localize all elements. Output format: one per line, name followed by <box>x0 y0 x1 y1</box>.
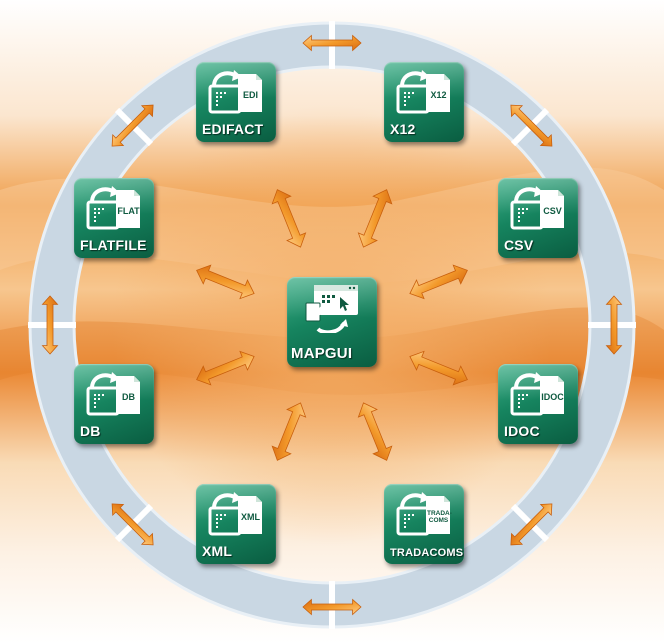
ring-double-arrow <box>111 503 154 546</box>
center-double-arrow <box>409 350 468 386</box>
center-double-arrow <box>196 264 255 300</box>
document-convert-icon <box>86 186 140 230</box>
db-label: DB <box>80 423 101 439</box>
document-convert-icon <box>510 186 564 230</box>
ring-double-arrow <box>111 104 154 147</box>
edifact-label: EDIFACT <box>202 121 264 137</box>
csv-doc-tag: CSV <box>543 206 562 216</box>
tradacoms-doc-tag: TRADA- COMS <box>427 510 452 524</box>
ring-double-arrow <box>510 503 553 546</box>
xml-doc-tag: XML <box>241 512 260 522</box>
mapgui-tile[interactable]: MAPGUI <box>287 277 377 367</box>
center-double-arrow <box>271 402 307 461</box>
ring-double-arrow <box>302 598 362 616</box>
map-gui-icon <box>305 285 358 333</box>
flatfile-label: FLATFILE <box>80 237 147 253</box>
idoc-label: IDOC <box>504 423 540 439</box>
tradacoms-label: TRADACOMS <box>390 547 464 559</box>
inner-arrows <box>196 189 468 461</box>
ring-double-arrow <box>510 104 553 147</box>
mapgui-label: MAPGUI <box>291 345 353 362</box>
document-convert-icon <box>86 372 140 416</box>
edifact-tile[interactable]: EDI EDIFACT <box>196 62 276 142</box>
flatfile-tile[interactable]: FLAT FLATFILE <box>74 178 154 258</box>
db-tile[interactable]: DB DB <box>74 364 154 444</box>
idoc-doc-tag: IDOC <box>541 392 564 402</box>
ring-double-arrow <box>302 34 362 52</box>
idoc-tile[interactable]: IDOC IDOC <box>498 364 578 444</box>
document-convert-icon <box>208 70 262 114</box>
csv-tile[interactable]: CSV CSV <box>498 178 578 258</box>
x12-label: X12 <box>390 121 416 137</box>
flatfile-doc-tag: FLAT <box>117 206 140 216</box>
center-double-arrow <box>357 189 393 248</box>
document-convert-icon <box>208 492 262 536</box>
xml-tile[interactable]: XML XML <box>196 484 276 564</box>
ring-double-arrow <box>41 295 59 355</box>
edifact-doc-tag: EDI <box>242 90 258 100</box>
center-double-arrow <box>357 402 393 461</box>
center-double-arrow <box>409 264 468 300</box>
document-convert-icon <box>396 492 450 536</box>
center-double-arrow <box>196 350 255 386</box>
tradacoms-tile[interactable]: TRADA- COMS TRADACOMS <box>384 484 464 564</box>
ring-arrows <box>41 34 623 616</box>
ring-double-arrow <box>605 295 623 355</box>
center-double-arrow <box>271 189 307 248</box>
document-convert-icon <box>510 372 564 416</box>
db-doc-tag: DB <box>122 392 135 402</box>
document-convert-icon <box>396 70 450 114</box>
x12-doc-tag: X12 <box>430 90 447 100</box>
xml-label: XML <box>202 543 233 559</box>
csv-label: CSV <box>504 237 534 253</box>
